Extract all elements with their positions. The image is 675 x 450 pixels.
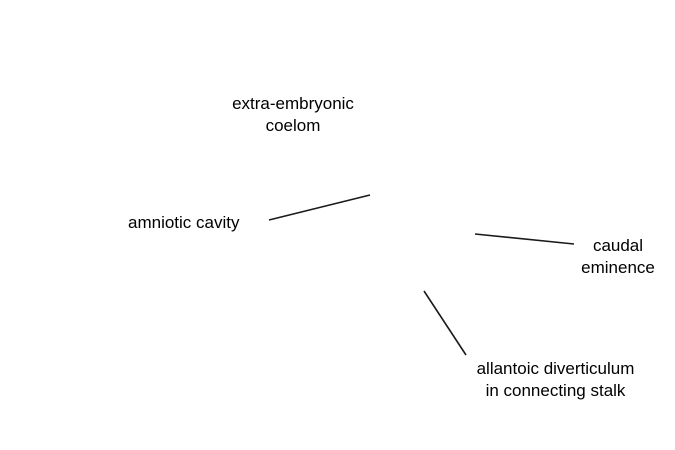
leader-line-caudal-eminence	[474, 233, 575, 245]
leader-line-allantoic-diverticulum	[423, 290, 467, 356]
label-amniotic-cavity: amniotic cavity	[128, 212, 265, 234]
label-line: allantoic diverticulum	[476, 359, 635, 378]
label-line: eminence	[581, 258, 655, 277]
label-line: extra-embryonic	[232, 94, 354, 113]
label-line: in connecting stalk	[485, 381, 626, 400]
label-allantoic-diverticulum: allantoic diverticulum in connecting sta…	[458, 358, 653, 402]
label-line: coelom	[265, 116, 321, 135]
label-line: amniotic cavity	[128, 213, 240, 232]
label-line: caudal	[592, 236, 644, 255]
leader-line-amniotic-cavity	[268, 194, 371, 221]
label-extra-embryonic-coelom: extra-embryonic coelom	[208, 93, 378, 137]
label-caudal-eminence: caudal eminence	[568, 235, 668, 279]
